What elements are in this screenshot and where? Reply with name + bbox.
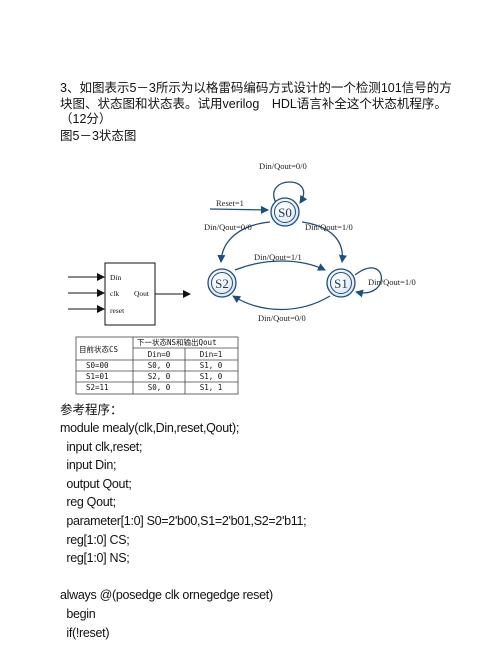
- svg-text:S1: S1: [334, 276, 348, 291]
- table-cell-cs: S2=11: [86, 383, 109, 392]
- s1-self-label: Din/Qout=1/0: [368, 277, 416, 287]
- s0-self-label: Din/Qout=0/0: [259, 161, 307, 171]
- block-input-din: Din: [110, 273, 122, 282]
- s2-to-s1-arrow: [234, 260, 326, 271]
- table-header-din0: Din=0: [148, 350, 171, 359]
- table-header-ns: 下一状态NS和输出Qout: [137, 337, 217, 347]
- code-line: input Din;: [60, 458, 117, 473]
- s1-self-loop: [354, 267, 383, 298]
- s0-to-s1-arrow: [301, 221, 347, 263]
- question-line-3: （12分）: [60, 112, 112, 126]
- code-line: parameter[1:0] S0=2'b00,S1=2'b01,S2=2'b1…: [60, 513, 307, 528]
- table-cell-d1: S1, 0: [200, 372, 223, 381]
- reset-arrow: [209, 205, 269, 214]
- code-line: output Qout;: [60, 476, 132, 491]
- s0-to-s1-label: Din/Qout=1/0: [305, 222, 353, 232]
- block-diagram: Din clk reset Qout: [68, 262, 191, 326]
- code-block: module mealy(clk,Din,reset,Qout); input …: [60, 419, 307, 642]
- code-line: reg[1:0] CS;: [60, 532, 130, 547]
- code-line: always @(posedge clk ornegedge reset): [60, 588, 273, 603]
- s0-to-s2-label: Din/Qout=0/0: [204, 222, 252, 232]
- code-line: module mealy(clk,Din,reset,Qout);: [60, 421, 240, 435]
- code-line: begin: [60, 606, 96, 621]
- svg-text:S2: S2: [215, 276, 229, 291]
- s2-to-s1-label: Din/Qout=1/1: [254, 252, 302, 262]
- state-table: 目前状态CS 下一状态NS和输出Qout Din=0 Din=1 S0=00 S…: [75, 336, 239, 395]
- figure-caption: 图5－3状态图: [60, 129, 137, 143]
- code-line: reg Qout;: [60, 495, 116, 510]
- s0-self-loop: [273, 181, 308, 204]
- state-diagram: Din/Qout=0/0 Reset=1 Din/Qout=0/0 Din/Qo…: [68, 161, 416, 326]
- block-input-reset: reset: [110, 306, 125, 315]
- code-line: if(!reset): [60, 625, 110, 640]
- state-s2: S2: [207, 268, 237, 298]
- table-cell-d0: S2, 0: [148, 372, 171, 381]
- question-line-1: 3、如图表示5－3所示为以格雷码编码方式设计的一个检测101信号的方: [60, 81, 452, 95]
- table-cell-cs: S0=00: [86, 361, 109, 370]
- table-cell-d0: S0, 0: [148, 383, 171, 392]
- state-s0: S0: [270, 197, 300, 227]
- table-header-din1: Din=1: [200, 350, 223, 359]
- block-output-qout: Qout: [134, 289, 150, 298]
- state-s1: S1: [326, 268, 356, 298]
- s1-to-s2-arrow: [232, 295, 331, 311]
- table-cell-d1: S1, 1: [200, 383, 223, 392]
- code-line: reg[1:0] NS;: [60, 551, 130, 566]
- table-header-cs: 目前状态CS: [79, 344, 119, 354]
- reference-label: 参考程序：: [60, 403, 123, 417]
- svg-text:S0: S0: [278, 205, 292, 220]
- code-line: [60, 568, 306, 587]
- s0-to-s2-arrow: [217, 221, 271, 263]
- block-input-clk: clk: [110, 289, 119, 298]
- table-cell-d0: S0, 0: [148, 361, 171, 370]
- s1-to-s2-label: Din/Qout=0/0: [258, 313, 306, 323]
- table-cell-cs: S1=01: [86, 372, 109, 381]
- question-line-2: 块图、状态图和状态表。试用verilog HDL语言补全这个状态机程序。: [60, 97, 447, 111]
- reset-label: Reset=1: [216, 198, 244, 208]
- table-cell-d1: S1, 0: [200, 361, 223, 370]
- code-line: input clk,reset;: [60, 439, 143, 454]
